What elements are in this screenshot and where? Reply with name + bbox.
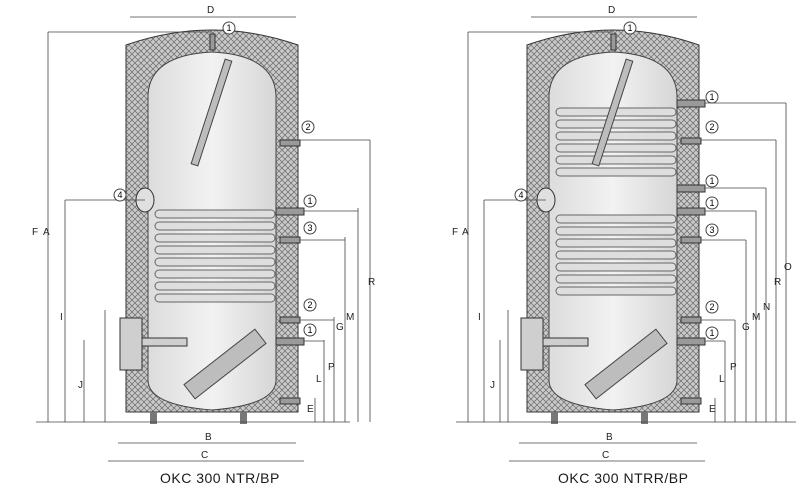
callout-number: 1: [709, 328, 714, 338]
dim-label-f: F: [32, 227, 38, 238]
callout-number: 3: [307, 223, 312, 233]
dim-label-e: E: [709, 404, 716, 415]
dim-label-p: P: [328, 362, 335, 373]
dim-label-d: D: [207, 5, 214, 16]
callout-circle: [514, 188, 528, 202]
top-pipe: [209, 33, 216, 51]
dim-label-b: B: [606, 432, 613, 443]
callout-circle: [113, 188, 127, 202]
heat-exchanger-coil: [154, 209, 276, 303]
foot-right: [641, 412, 648, 424]
dim-label-r: R: [774, 277, 781, 288]
callout-circle: [623, 21, 637, 35]
dimension-lines: [36, 16, 371, 462]
dim-label-i: I: [60, 312, 63, 323]
callout-circle: [303, 194, 317, 208]
dim-label-j: J: [490, 380, 495, 391]
callout-circle: [705, 300, 719, 314]
dim-label-m: M: [346, 312, 354, 323]
callout-number: 4: [518, 190, 523, 200]
diagram-okc-300-ntrr-bp: D F A I J O R N M G P L E B C 1 1 2 1 1: [452, 5, 796, 462]
dim-label-c: C: [201, 450, 208, 461]
callout-circle: [705, 326, 719, 340]
upper-coil: [555, 107, 677, 177]
side-connections: [275, 139, 305, 405]
callout-circle: [705, 174, 719, 188]
dim-label-g: G: [336, 322, 344, 333]
dim-label-n: N: [763, 302, 770, 313]
foot-left: [150, 412, 157, 424]
dim-label-g: G: [742, 322, 750, 333]
dim-label-i: I: [478, 312, 481, 323]
dim-label-c: C: [602, 450, 609, 461]
callout-number: 2: [709, 302, 714, 312]
dim-label-e: E: [307, 404, 314, 415]
callout-circle: [303, 221, 317, 235]
inner-tank: [147, 51, 277, 411]
diagram-okc-300-ntr-bp: D F A I J R M G P L E B C 1 2 1 3 2: [32, 5, 375, 462]
heating-element: [183, 328, 267, 400]
flange: [520, 317, 544, 371]
flange-pipe: [141, 337, 188, 347]
callout-number: 1: [709, 92, 714, 102]
foot-right: [240, 412, 247, 424]
dim-label-l: L: [719, 374, 725, 385]
callout-number: 1: [226, 23, 231, 33]
flange-pipe: [542, 337, 589, 347]
dim-label-f: F: [452, 227, 458, 238]
foot-left: [551, 412, 558, 424]
dim-label-r: R: [368, 277, 375, 288]
caption-left: OKC 300 NTR/BP: [160, 470, 280, 486]
callout-number: 3: [709, 225, 714, 235]
heating-element: [584, 328, 668, 400]
callout-number: 1: [307, 196, 312, 206]
dim-label-p: P: [730, 362, 737, 373]
callout-circle: [705, 196, 719, 210]
callout-circle: [222, 21, 236, 35]
callout-number: 2: [307, 300, 312, 310]
side-connections: [676, 99, 706, 405]
dim-label-b: B: [205, 432, 212, 443]
anode-rod: [190, 58, 233, 167]
dimension-lines: [456, 16, 796, 462]
callout-number: 1: [627, 23, 632, 33]
callout-circle: [303, 298, 317, 312]
flange: [119, 317, 143, 371]
callout-number: 1: [709, 198, 714, 208]
callout-circle: [705, 120, 719, 134]
callout-number: 4: [117, 190, 122, 200]
dim-label-a: A: [462, 227, 469, 238]
callout-number: 1: [709, 176, 714, 186]
dim-label-d: D: [608, 5, 615, 16]
callout-circle: [301, 120, 315, 134]
dim-label-o: O: [784, 262, 792, 273]
dim-label-a: A: [43, 227, 50, 238]
caption-right: OKC 300 NTRR/BP: [558, 470, 689, 486]
dim-label-j: J: [78, 380, 83, 391]
dim-label-m: M: [752, 312, 760, 323]
anode-rod: [591, 58, 634, 167]
dim-label-l: L: [316, 374, 322, 385]
callout-circle: [705, 223, 719, 237]
lower-coil: [555, 214, 677, 296]
callout-number: 1: [307, 325, 312, 335]
top-pipe: [610, 33, 617, 51]
callout-circle: [303, 323, 317, 337]
callout-circle: [705, 90, 719, 104]
callout-number: 2: [709, 122, 714, 132]
callout-number: 2: [305, 122, 310, 132]
